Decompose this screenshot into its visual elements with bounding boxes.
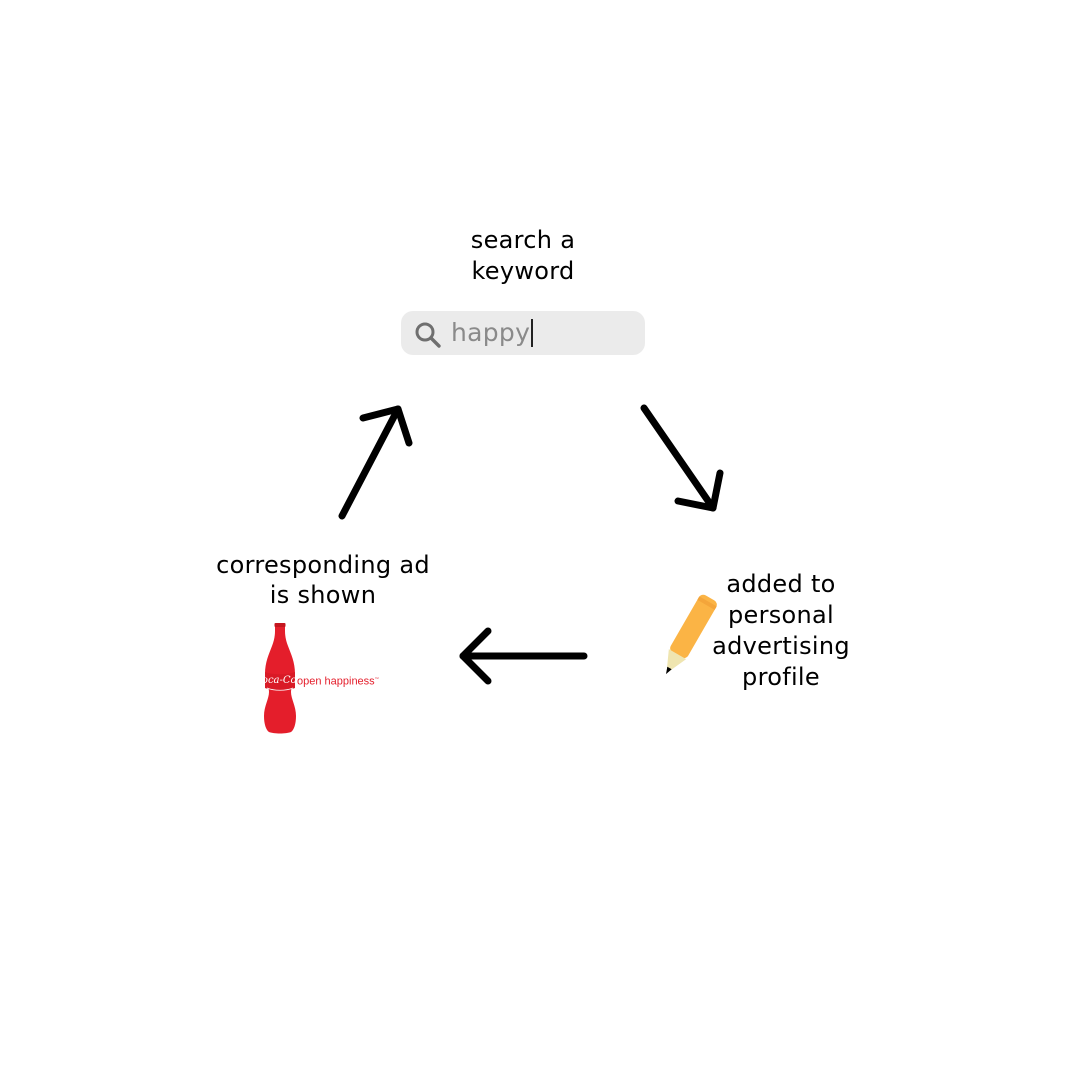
search-icon (415, 322, 441, 348)
step-ad-label: corresponding ad is shown (216, 551, 430, 609)
step-search-label: search a keyword (470, 226, 576, 285)
text-caret (531, 319, 533, 347)
svg-text:Coca-Cola: Coca-Cola (258, 675, 302, 686)
search-input[interactable]: happy (451, 316, 533, 350)
search-input-value: happy (451, 318, 531, 347)
step-profile-label: added to personal advertising profile (712, 570, 850, 691)
ad-slogan: open happiness™ (297, 675, 379, 688)
pencil-icon (666, 594, 717, 675)
coca-cola-bottle-logo: Coca-Cola (258, 623, 302, 734)
search-box[interactable]: happy (401, 311, 645, 355)
